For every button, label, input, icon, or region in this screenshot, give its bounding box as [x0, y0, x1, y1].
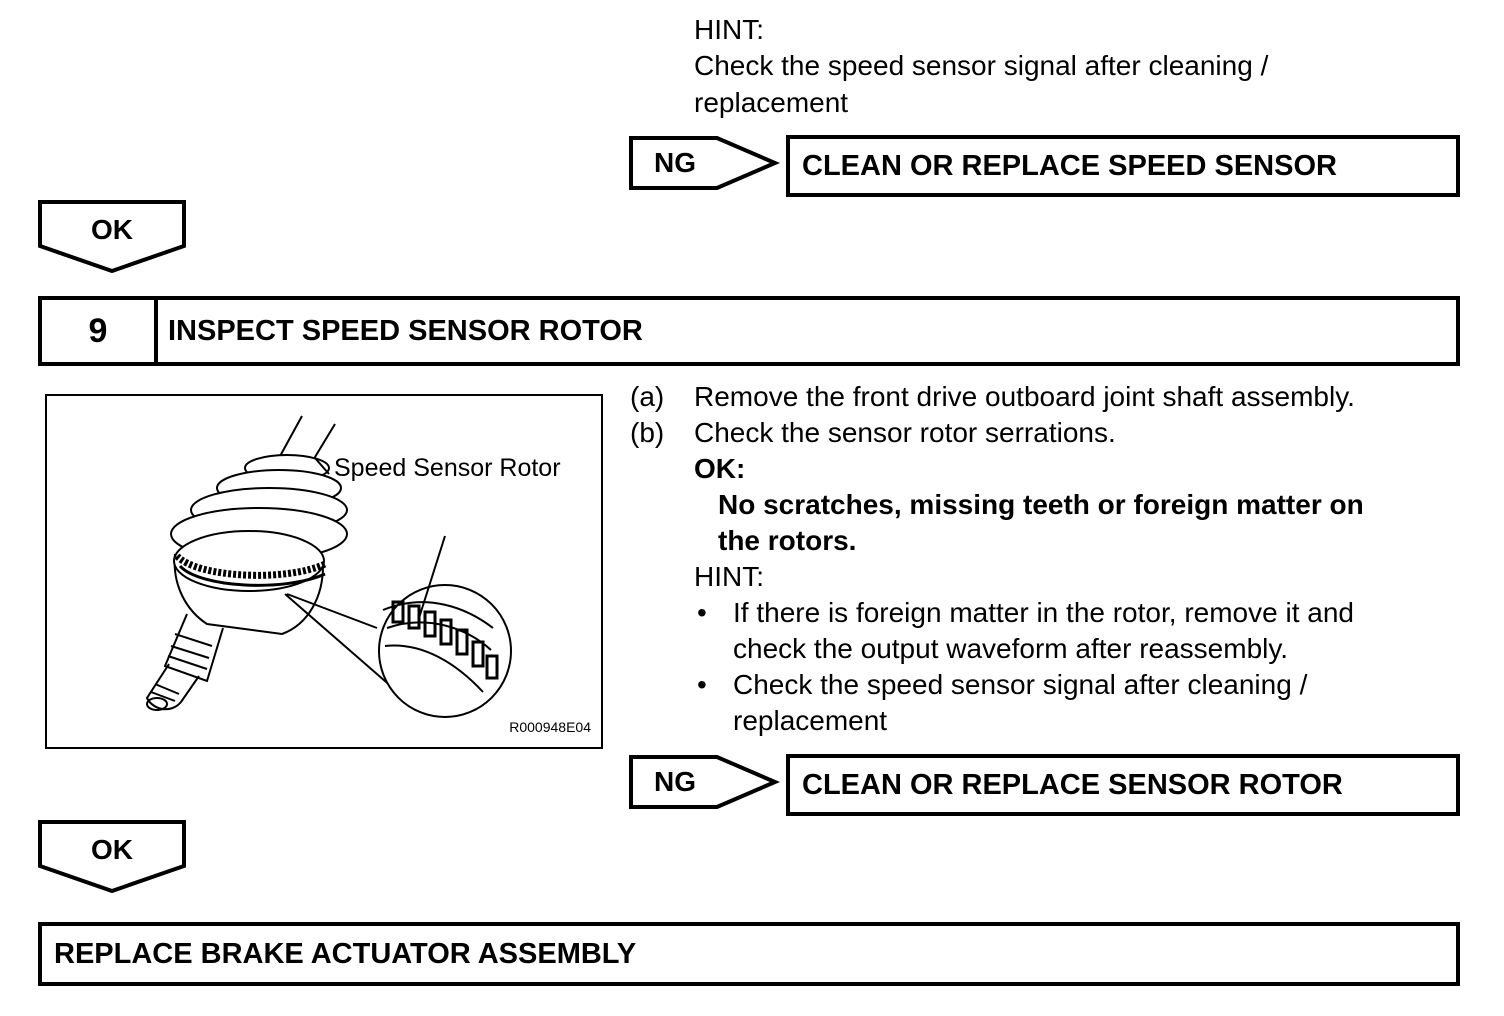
step-b-text: Check the sensor rotor serrations.: [694, 417, 1116, 448]
ng-result-box: CLEAN OR REPLACE SPEED SENSOR: [786, 135, 1460, 197]
step-number: 9: [42, 300, 158, 362]
ok-label: OK: [91, 214, 133, 245]
hint-bullet1-line1: If there is foreign matter in the rotor,…: [733, 597, 1354, 628]
top-hint-label: HINT:: [694, 14, 764, 45]
ng-arrow-icon: [629, 136, 781, 190]
bullet-icon: •: [697, 669, 707, 700]
ng-label: NG: [654, 766, 696, 797]
step-header: 9 INSPECT SPEED SENSOR ROTOR: [38, 296, 1460, 366]
hint-label: HINT:: [694, 561, 764, 592]
step-title: INSPECT SPEED SENSOR ROTOR: [168, 314, 643, 347]
hint-bullet2-line1: Check the speed sensor signal after clea…: [733, 669, 1308, 700]
top-hint-line2: replacement: [694, 87, 849, 118]
step-a-text: Remove the front drive outboard joint sh…: [694, 381, 1355, 412]
figure-caption: Speed Sensor Rotor: [334, 454, 561, 482]
ng-result-box: CLEAN OR REPLACE SENSOR ROTOR: [786, 754, 1460, 816]
figure-code: R000948E04: [509, 719, 591, 735]
ok-arrow-icon: [38, 820, 186, 894]
hint-bullet2-line2: replacement: [733, 705, 888, 736]
bullet-icon: •: [697, 597, 707, 628]
ok-label: OK: [91, 834, 133, 865]
ng-arrow-icon: [629, 755, 781, 809]
ng-label: NG: [654, 147, 696, 178]
hint-bullet1-line2: check the output waveform after reassemb…: [733, 633, 1289, 664]
ok-arrow-icon: [38, 200, 186, 274]
ok-criteria-line1: No scratches, missing teeth or foreign m…: [718, 489, 1364, 520]
speed-sensor-rotor-figure: Speed Sensor Rotor R000948E04: [45, 394, 603, 749]
ok-criteria-label: OK:: [694, 453, 746, 484]
step-b-marker: (b): [630, 417, 665, 448]
final-action-box: REPLACE BRAKE ACTUATOR ASSEMBLY: [38, 922, 1460, 986]
ok-criteria-line2: the rotors.: [718, 525, 857, 556]
top-hint-line1: Check the speed sensor signal after clea…: [694, 50, 1269, 81]
step-a-marker: (a): [630, 381, 665, 412]
drive-shaft-illustration: [145, 415, 512, 718]
